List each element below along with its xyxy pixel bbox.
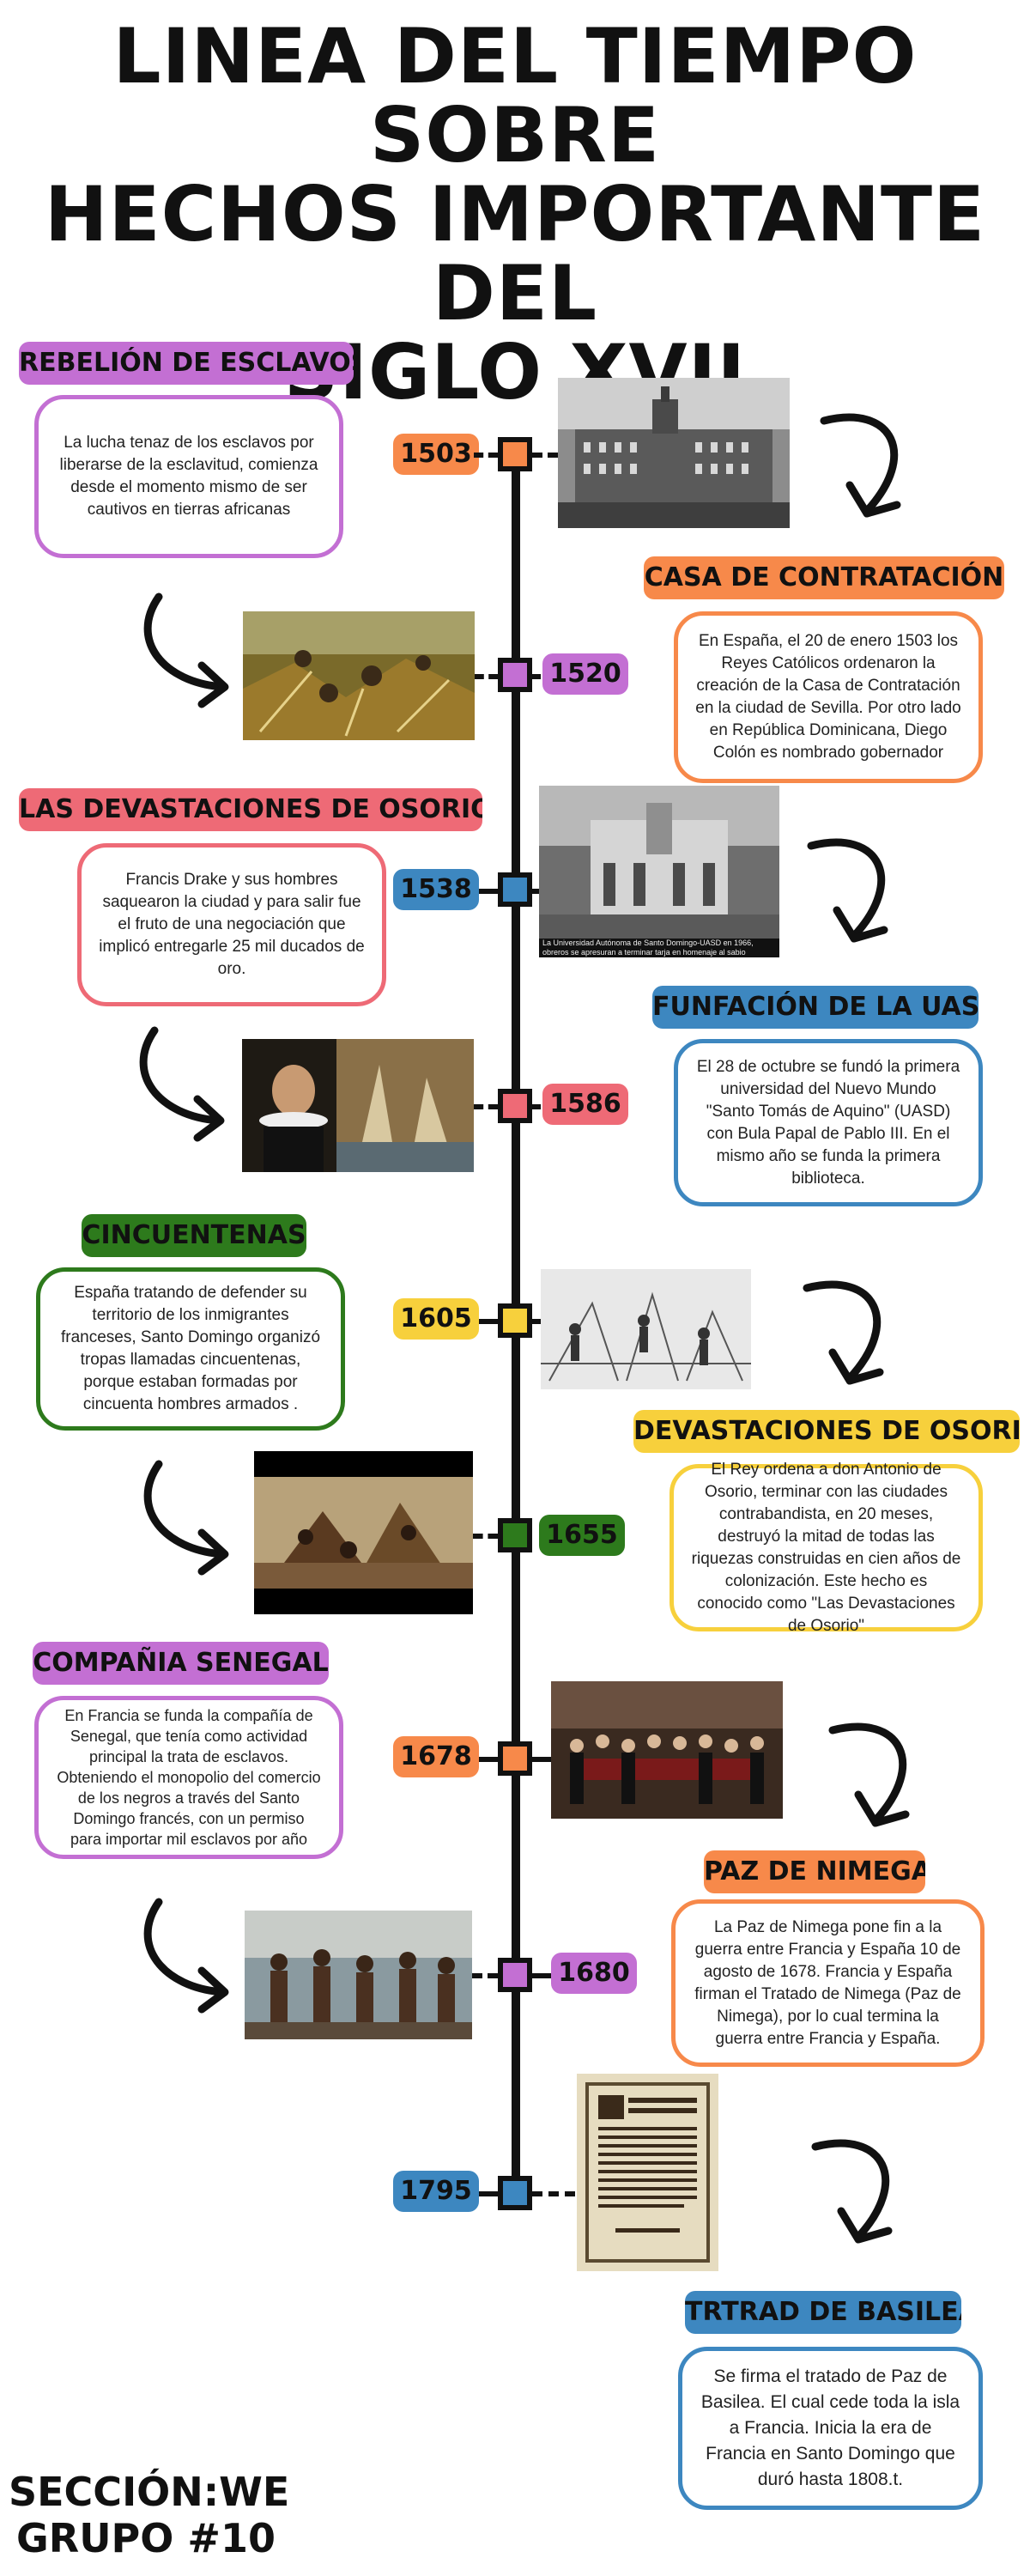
year-label-1503: 1503 bbox=[393, 434, 479, 475]
year-label-1586: 1586 bbox=[542, 1084, 628, 1125]
year-label-1678: 1678 bbox=[393, 1736, 479, 1777]
timeline-node-1503 bbox=[498, 437, 532, 471]
event-description-cincuentenas: España tratando de defender su territori… bbox=[36, 1267, 345, 1431]
event-title-casa-contratacion: CASA DE CONTRATACIÓN bbox=[644, 556, 1004, 599]
event-description-rebelion: La lucha tenaz de los esclavos por liber… bbox=[34, 395, 343, 558]
connector bbox=[532, 889, 539, 894]
event-title-fundacion-uasd: FUNFACIÓN DE LA UASD bbox=[652, 986, 978, 1029]
slaves-painting bbox=[245, 1911, 472, 2039]
curved-arrow-icon bbox=[133, 1022, 236, 1142]
title-line-2: HECHOS IMPORTANTE DEL bbox=[44, 170, 986, 337]
connector bbox=[532, 1757, 551, 1762]
page-title: LINEA DEL TIEMPO SOBRE HECHOS IMPORTANTE… bbox=[0, 17, 1030, 412]
event-text: La Paz de Nimega pone fin a la guerra en… bbox=[694, 1917, 961, 2048]
connector bbox=[479, 1757, 498, 1762]
event-description-osorio: El Rey ordena a don Antonio de Osorio, t… bbox=[670, 1461, 983, 1635]
event-title-devastaciones-osorio-2: DEVASTACIONES DE OSORIO bbox=[633, 1410, 1020, 1453]
curved-arrow-icon bbox=[807, 2129, 910, 2250]
event-title-paz-nimega: PAZ DE NIMEGA bbox=[704, 1850, 925, 1893]
event-text: El Rey ordena a don Antonio de Osorio, t… bbox=[691, 1460, 961, 1635]
curved-arrow-icon bbox=[815, 404, 918, 524]
connector bbox=[532, 674, 541, 679]
footer-credits: SECCIÓN:WE GRUPO #10 bbox=[9, 2469, 290, 2561]
year-label-1538: 1538 bbox=[393, 869, 479, 910]
curved-arrow-icon bbox=[137, 588, 240, 708]
timeline-node-1678 bbox=[498, 1741, 532, 1776]
event-description-basilea: Se firma el tratado de Paz de Basilea. E… bbox=[678, 2347, 983, 2510]
year-label-1605: 1605 bbox=[393, 1298, 479, 1340]
year-label-1680: 1680 bbox=[551, 1953, 637, 1994]
connector bbox=[474, 1104, 498, 1109]
connector bbox=[474, 453, 498, 458]
uasd-photo: La Universidad Autónoma de Santo Domingo… bbox=[539, 786, 779, 957]
event-text: Francis Drake y sus hombres saquearon la… bbox=[99, 871, 365, 978]
timeline-node-1538 bbox=[498, 872, 532, 907]
connector bbox=[532, 453, 558, 458]
event-description-casa-contratacion: En España, el 20 de enero 1503 los Reyes… bbox=[674, 611, 983, 783]
title-line-1: LINEA DEL TIEMPO SOBRE bbox=[112, 12, 918, 179]
year-label-1655: 1655 bbox=[539, 1515, 625, 1556]
event-text: La lucha tenaz de los esclavos por liber… bbox=[59, 434, 318, 519]
event-description-nimega: La Paz de Nimega pone fin a la guerra en… bbox=[671, 1899, 985, 2067]
event-text: Se firma el tratado de Paz de Basilea. E… bbox=[700, 2366, 960, 2489]
curved-arrow-icon bbox=[803, 829, 906, 949]
curved-arrow-icon bbox=[824, 1713, 927, 1833]
timeline-node-1520 bbox=[498, 658, 532, 692]
engraving bbox=[541, 1269, 751, 1389]
drake-portrait bbox=[242, 1039, 474, 1172]
photo-caption: La Universidad Autónoma de Santo Domingo… bbox=[539, 939, 779, 957]
ship-battle bbox=[254, 1451, 473, 1614]
building-photo bbox=[558, 378, 790, 528]
assembly-painting bbox=[551, 1681, 783, 1819]
connector bbox=[532, 1104, 541, 1109]
connector bbox=[479, 889, 498, 894]
year-label-1520: 1520 bbox=[542, 653, 628, 695]
timeline-node-1655 bbox=[498, 1518, 532, 1552]
timeline-node-1586 bbox=[498, 1089, 532, 1123]
group-label: GRUPO #10 bbox=[16, 2515, 276, 2561]
document-page bbox=[577, 2074, 718, 2271]
connector bbox=[473, 1534, 498, 1539]
year-label-1795: 1795 bbox=[393, 2171, 479, 2212]
curved-arrow-icon bbox=[798, 1271, 901, 1391]
battle-painting bbox=[243, 611, 475, 740]
event-text: En España, el 20 de enero 1503 los Reyes… bbox=[695, 632, 961, 762]
connector bbox=[472, 1973, 498, 1978]
timeline-node-1795 bbox=[498, 2176, 532, 2210]
connector bbox=[475, 674, 498, 679]
timeline-node-1680 bbox=[498, 1958, 532, 1992]
section-label: SECCIÓN:WE bbox=[9, 2469, 290, 2515]
connector bbox=[479, 1319, 498, 1324]
connector bbox=[479, 2191, 498, 2196]
connector bbox=[532, 2191, 575, 2196]
connector bbox=[532, 1319, 541, 1324]
event-title-devastaciones-osorio: LAS DEVASTACIONES DE OSORIO bbox=[19, 788, 482, 831]
event-title-cincuentenas: CINCUENTENAS bbox=[82, 1214, 306, 1257]
curved-arrow-icon bbox=[137, 1893, 240, 2014]
curved-arrow-icon bbox=[137, 1455, 240, 1576]
event-description-senegal: En Francia se funda la compañía de Seneg… bbox=[34, 1696, 343, 1859]
event-text: En Francia se funda la compañía de Seneg… bbox=[57, 1707, 321, 1848]
event-description-uasd: El 28 de octubre se fundó la primera uni… bbox=[674, 1039, 983, 1206]
event-text: España tratando de defender su territori… bbox=[60, 1284, 321, 1413]
event-title-tratado-basilea: TRTRAD DE BASILEA bbox=[685, 2291, 961, 2334]
event-text: El 28 de octubre se fundó la primera uni… bbox=[696, 1057, 960, 1188]
connector bbox=[532, 1973, 551, 1978]
event-title-compania-senegal: COMPAÑIA SENEGAL bbox=[33, 1642, 329, 1685]
timeline-node-1605 bbox=[498, 1303, 532, 1338]
event-title-rebelion: REBELIÓN DE ESCLAVOS bbox=[19, 342, 354, 385]
event-description-drake: Francis Drake y sus hombres saquearon la… bbox=[77, 843, 386, 1006]
